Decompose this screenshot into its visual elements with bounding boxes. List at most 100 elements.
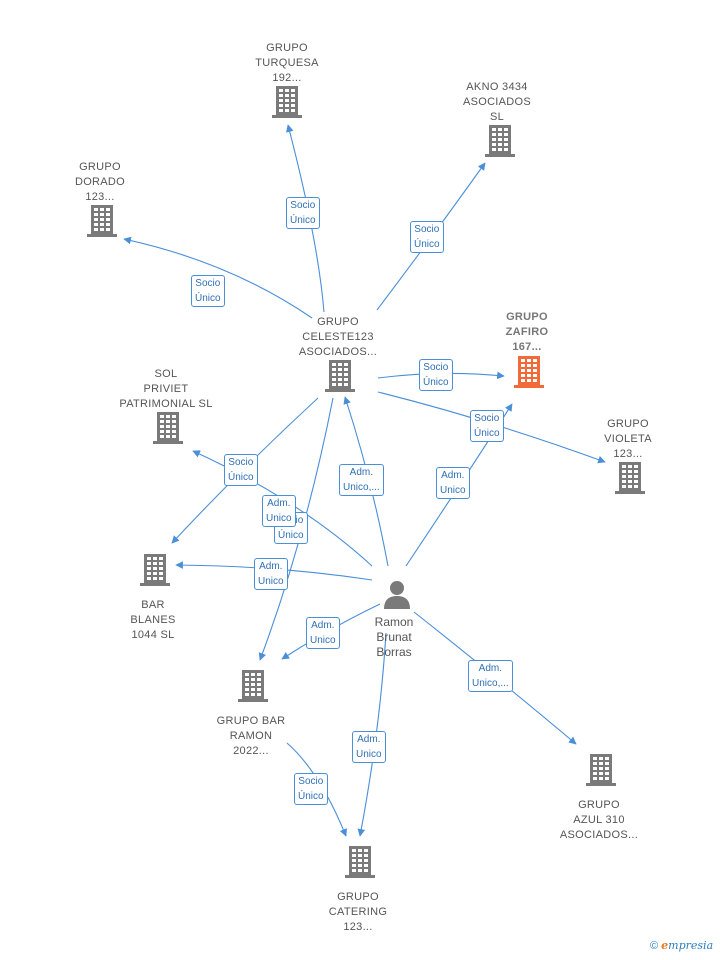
node-label-line: 167... <box>512 341 542 353</box>
node-label-line: ASOCIADOS... <box>559 829 639 841</box>
edge-label-line: Adm. <box>357 734 381 745</box>
node-label-zafiro[interactable]: GRUPO ZAFIRO 167... <box>462 310 592 355</box>
edge-label-line: Único <box>278 530 304 541</box>
node-label-line: VIOLETA <box>604 433 652 445</box>
node-label-line: PATRIMONIAL SL <box>119 398 213 410</box>
node-label-line: 1044 SL <box>131 629 175 641</box>
building-icon[interactable] <box>151 410 185 451</box>
node-label-line: Ramon <box>374 615 414 629</box>
building-icon[interactable] <box>343 844 377 885</box>
node-label-line: SL <box>489 111 505 123</box>
edge-label-line: Unico <box>310 635 336 646</box>
node-label-line: PRIVIET <box>143 383 189 395</box>
brand-initial: e <box>661 939 669 952</box>
building-icon[interactable] <box>85 203 119 244</box>
edge-label-ramon-to-bar[interactable]: Adm. Unico <box>254 558 288 590</box>
edge-label-line: Adm. <box>311 620 335 631</box>
node-label-line: GRUPO <box>506 311 548 323</box>
edge-label-line: Socio <box>298 776 324 787</box>
node-label-line: GRUPO <box>607 418 649 430</box>
person-icon[interactable] <box>381 578 413 615</box>
node-label-bar[interactable]: BAR BLANES 1044 SL <box>88 598 218 643</box>
edge-label-line: Socio <box>474 413 500 424</box>
node-label-line: SOL <box>154 368 178 380</box>
edge-label-line: Adm. <box>478 663 503 674</box>
edge-label-ramon-to-barramon[interactable]: Adm. Unico <box>306 617 340 649</box>
node-label-line: Brunat <box>376 630 412 644</box>
edge-label-ramon-to-zafiro[interactable]: Adm. Unico <box>436 467 470 499</box>
node-label-line: 2022... <box>233 745 269 757</box>
building-icon[interactable] <box>270 84 304 125</box>
edge-label-ramon-to-celeste[interactable]: Adm. Unico,... <box>339 464 384 496</box>
edge-label-ramon-to-catering[interactable]: Adm. Unico <box>352 731 386 763</box>
building-icon[interactable] <box>512 354 546 395</box>
building-icon[interactable] <box>584 752 618 793</box>
node-label-line: CELESTE123 <box>302 331 374 343</box>
edge-label-line: Unico,... <box>472 678 509 689</box>
node-label-line: 123... <box>85 191 115 203</box>
building-icon[interactable] <box>613 460 647 501</box>
node-label-line: GRUPO <box>337 891 379 903</box>
edge-label-line: Socio <box>423 362 449 373</box>
node-label-line: CATERING <box>328 906 388 918</box>
edge-label-line: Único <box>298 791 324 802</box>
node-label-line: GRUPO <box>578 799 620 811</box>
node-label-line: DORADO <box>74 176 126 188</box>
edge-label-line: Socio <box>228 457 254 468</box>
edge-label-line: Socio <box>414 224 440 235</box>
edge-label-line: Único <box>290 215 316 226</box>
node-label-line: GRUPO BAR <box>216 715 286 727</box>
node-label-line: 192... <box>272 72 302 84</box>
building-icon[interactable] <box>483 123 517 164</box>
node-label-line: GRUPO <box>317 316 359 328</box>
edge-label-line: Socio <box>290 200 316 211</box>
edge-label-line: Unico <box>440 485 466 496</box>
building-icon[interactable] <box>323 358 357 399</box>
edge-label-line: Unico <box>258 576 284 587</box>
edge-celeste-to-dorado <box>123 236 313 319</box>
building-icon[interactable] <box>138 552 172 593</box>
edge-label-ramon-to-azul[interactable]: Adm. Unico,... <box>468 660 513 692</box>
edge-celeste-to-turquesa <box>286 124 325 313</box>
edge-label-line: Adm. <box>349 467 374 478</box>
edge-label-line: Adm. <box>259 561 283 572</box>
node-label-line: ASOCIADOS... <box>298 346 378 358</box>
edge-label-line: Unico <box>356 749 382 760</box>
edge-label-line: Único <box>228 472 254 483</box>
edge-label-line: Unico,... <box>343 482 380 493</box>
edge-label-line: Adm. <box>267 498 291 509</box>
node-label-sol[interactable]: SOL PRIVIET PATRIMONIAL SL <box>101 367 231 412</box>
building-icon[interactable] <box>236 668 270 709</box>
node-label-line: BAR <box>141 599 165 611</box>
edge-label-line: Adm. <box>441 470 465 481</box>
edge-label-line: Único <box>423 377 449 388</box>
edge-label-line: Único <box>195 293 221 304</box>
node-label-line: BLANES <box>130 614 176 626</box>
brand-name: mpresia <box>668 939 714 952</box>
node-label-line: ZAFIRO <box>505 326 549 338</box>
node-label-line: Borras <box>376 645 412 659</box>
edge-label-ramon-to-sol[interactable]: Adm. Unico <box>262 495 296 527</box>
node-label-line: GRUPO <box>266 42 308 54</box>
edge-label-line: Único <box>414 239 440 250</box>
node-label-line: ASOCIADOS <box>462 96 532 108</box>
edge-label-line: Socio <box>195 278 221 289</box>
edge-label-line: Unico <box>266 513 292 524</box>
copyright-symbol: © <box>650 940 659 952</box>
